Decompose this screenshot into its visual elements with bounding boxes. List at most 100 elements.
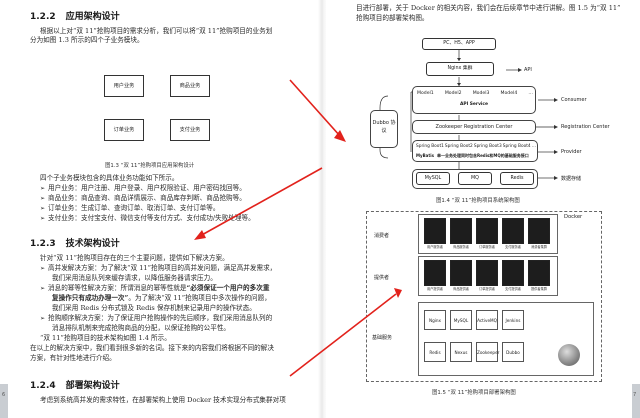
order-module-box: 订单业务 — [104, 119, 144, 141]
paragraph-line: 在以上的解决方案中，我们看到很多新的名词。接下来的内容我们将根据不同的解决 — [30, 344, 274, 352]
paragraph-line: 目进行部署，关于 Docker 的相关内容，我们会在后续章节中进行讲解。图 1.… — [356, 4, 621, 12]
list-item-text: 消息的幂等性解决方案：所谓消息的幂等性就是 — [48, 284, 187, 292]
list-item: ➢商品业务：商品查询、商品详情展示、商品库存判断、商品抢购等。 — [40, 194, 246, 202]
model-row: Model1 Model2 Model3 Model4 … — [417, 91, 533, 96]
container-label: 订单提供者 — [479, 287, 495, 291]
section-number: 1.2.4 — [30, 381, 56, 391]
api-label: API — [524, 67, 532, 73]
user-module-box: 用户业务 — [104, 75, 144, 97]
provider-tier-box — [418, 256, 558, 296]
pay-module-box: 支付业务 — [170, 119, 210, 141]
section-heading-1-2-2: 1.2.2 应用架构设计 — [30, 9, 120, 22]
container-label: 消费者集群 — [531, 245, 547, 249]
paragraph-text: 。为了解决“双 11”抢购项目中多次操作的问题， — [128, 294, 271, 302]
container-slot: 商品服务者 — [450, 218, 472, 249]
paragraph-line: 我们采用消息队列来缓存请求，以降低服务器请求压力。 — [52, 274, 217, 282]
list-item: ➢高并发解决方案：为了解决“双 11”抢购项目的高并发问题，满足高并发需求， — [40, 264, 277, 272]
data-store-label: 数据存储 — [561, 176, 582, 182]
container-slot: 支付服务者 — [502, 218, 524, 249]
model-label: … — [528, 91, 533, 96]
container-slot: 用户服务者 — [424, 218, 446, 249]
consumer-label: Consumer — [561, 97, 587, 103]
model-label: Model4 — [500, 91, 518, 96]
container-slot: 支付提供者 — [502, 260, 524, 291]
list-item-text: 支付业务：支付宝支付、微信支付等支付方式、支付成功/失败处理等。 — [48, 214, 255, 222]
section-title: 应用架构设计 — [65, 12, 120, 22]
container-slot: 消费者集群 — [528, 218, 550, 249]
section-heading-1-2-3: 1.2.3 技术架构设计 — [30, 236, 120, 249]
provider-note: 单一业务处理同时包含Redis和MQ的基础服务接口 — [437, 153, 529, 158]
api-service-label: API Service — [459, 102, 489, 107]
mysql-box: MySQL — [416, 172, 450, 185]
list-item-text: 商品业务：商品查询、商品详情展示、商品库存判断、商品抢购等。 — [48, 194, 246, 202]
container-label: 商品服务者 — [453, 245, 469, 249]
service-box: Zookeeper — [476, 342, 499, 362]
list-item-text: 高并发解决方案：为了解决“双 11”抢购项目的高并发问题，满足高并发需求， — [48, 264, 277, 272]
book-gutter — [318, 0, 328, 418]
springboot-row: Spring Boot1 Spring Boot2 Spring Boot3 S… — [416, 144, 536, 149]
service-box: Jenkins — [502, 310, 524, 330]
list-item-text: 抢购顺序解决方案：为了保证用户抢购操作的先后顺序，我们采用消息队列的 — [48, 314, 273, 322]
container-slot: 用户提供者 — [424, 260, 446, 291]
provider-label: Provider — [561, 149, 582, 155]
section-title: 技术架构设计 — [65, 239, 120, 249]
redis-box: Redis — [500, 172, 534, 185]
consumer-tier-box — [418, 214, 558, 254]
list-item: ➢抢购顺序解决方案：为了保证用户抢购操作的先后顺序，我们采用消息队列的 — [40, 314, 273, 322]
goods-module-box: 商品业务 — [170, 75, 210, 97]
emphasis-text: 复操作只有成功办理一次” — [52, 294, 129, 302]
paragraph-line: 消息排队机制来完成抢购商品的分配，以保证抢购的公平性。 — [52, 324, 231, 332]
docker-globe-icon — [558, 344, 580, 366]
model-label: Model2 — [444, 91, 462, 96]
paragraph-line: 分为如图 1.3 所示的四个子业务模块。 — [30, 36, 144, 44]
container-label: 商品提供者 — [453, 287, 469, 291]
figure-caption: 图1.5 “双 11”抢购项目部署架构图 — [432, 390, 516, 396]
section-number: 1.2.3 — [30, 239, 56, 249]
mybatis-label: MyBatis — [416, 153, 434, 158]
springboot-label: Spring Boot4 — [502, 144, 531, 149]
container-label: 提供者集群 — [531, 287, 547, 291]
paragraph-line: 根据以上对“双 11”抢购项目的需求分析，我们可以将“双 11”抢购项目的业务划 — [40, 27, 273, 35]
springboot-label: Spring Boot2 — [444, 144, 473, 149]
service-box: MySQL — [450, 310, 472, 330]
left-page-number: 6 — [2, 392, 6, 398]
right-page: 目进行部署，关于 Docker 的相关内容，我们会在后续章节中进行讲解。图 1.… — [326, 0, 640, 418]
right-page-number: 7 — [633, 392, 637, 398]
springboot-label: Spring Boot3 — [473, 144, 502, 149]
nginx-box: Nginx 集群 — [426, 62, 494, 76]
paragraph-line: 四个子业务模块包含的具体业务功能如下所示。 — [40, 174, 179, 182]
provider-group-box: Spring Boot1 Spring Boot2 Spring Boot3 S… — [412, 140, 538, 162]
provider-tier-label: 提供者 — [374, 275, 390, 281]
docker-label: Docker — [564, 214, 583, 220]
right-edge-tab — [632, 384, 640, 418]
figure-caption: 图1.4 “双 11”抢购项目系统架构图 — [436, 198, 520, 204]
service-box: Dubbo — [502, 342, 524, 362]
emphasis-text: “必须保证一个用户的多次重 — [186, 284, 270, 292]
container-label: 支付服务者 — [505, 245, 521, 249]
container-label: 用户提供者 — [427, 287, 443, 291]
left-page: 1.2.2 应用架构设计 根据以上对“双 11”抢购项目的需求分析，我们可以将“双… — [30, 9, 286, 404]
container-label: 订单服务者 — [479, 245, 495, 249]
paragraph-line: 方案，有针对性地进行介绍。 — [30, 354, 116, 362]
model-label: Model3 — [472, 91, 490, 96]
service-box: ActiveMQ — [476, 310, 498, 330]
list-item: ➢订单业务：生成订单、查询订单、取消订单、支付订单等。 — [40, 204, 220, 212]
section-heading-1-2-4: 1.2.4 部署架构设计 — [30, 378, 120, 391]
consumer-group-box: Model1 Model2 Model3 Model4 … API Servic… — [412, 86, 536, 114]
paragraph-line: 考虑到系统高并发的需求特性，在部署架构上使用 Docker 技术实现分布式集群对… — [40, 396, 286, 404]
paragraph-line: 抢购项目的部署架构图。 — [356, 14, 429, 22]
container-label: 用户服务者 — [427, 245, 443, 249]
paragraph-line: “双 11”抢购项目的技术架构如图 1.4 所示。 — [40, 334, 171, 342]
consumer-tier-label: 消费者 — [374, 233, 390, 239]
left-edge-tab — [0, 384, 8, 418]
section-number: 1.2.2 — [30, 12, 56, 22]
list-item-text: 订单业务：生成订单、查询订单、取消订单、支付订单等。 — [48, 204, 220, 212]
client-box: PC、H5、APP — [422, 38, 496, 50]
model-label: Model1 — [417, 91, 434, 96]
paragraph-line: 复操作只有成功办理一次”。为了解决“双 11”抢购项目中多次操作的问题， — [52, 294, 271, 303]
zookeeper-box: Zookeeper Registration Center — [412, 120, 536, 134]
section-title: 部署架构设计 — [65, 381, 120, 391]
list-item: ➢用户业务：用户注册、用户登录、用户权限验证、用户密码找回等。 — [40, 184, 246, 192]
springboot-label: … — [531, 144, 536, 149]
list-item: ➢消息的幂等性解决方案：所谓消息的幂等性就是“必须保证一个用户的多次重 — [40, 284, 270, 292]
